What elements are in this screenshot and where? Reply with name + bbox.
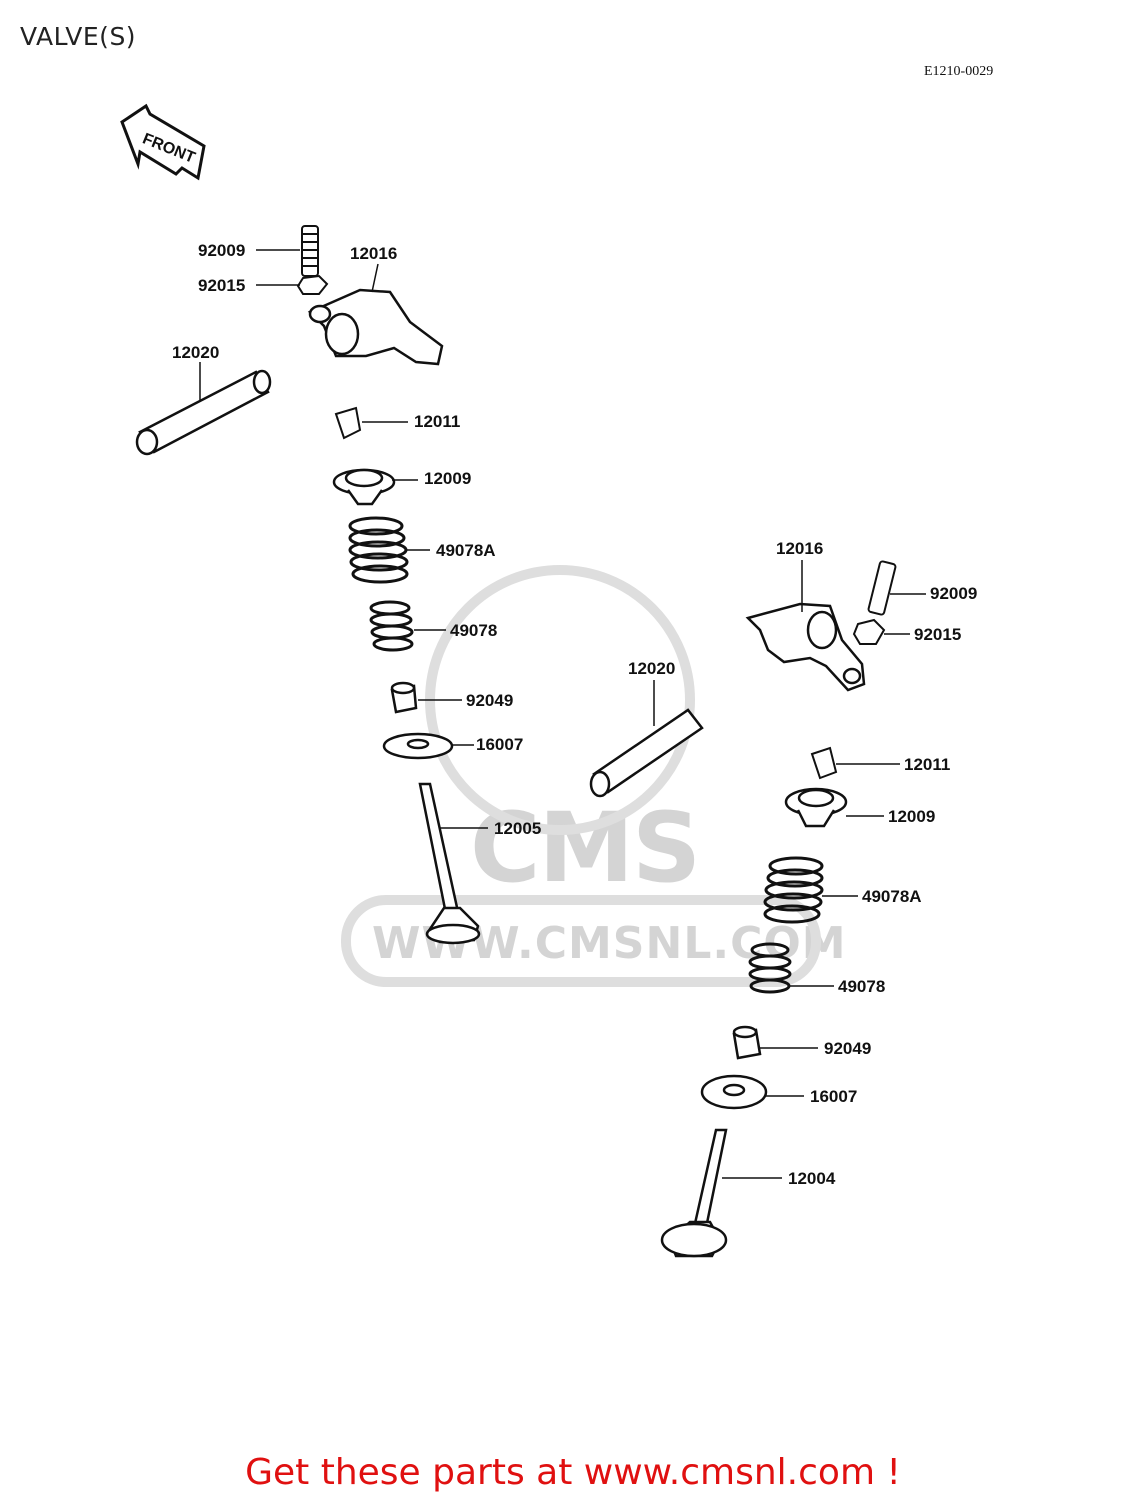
callout-intake-92009: 92009	[198, 241, 246, 260]
exhaust-spring-seat	[700, 1074, 768, 1110]
callout-intake-49078: 49078	[450, 621, 498, 640]
callout-exhaust-12016: 12016	[776, 539, 824, 558]
callout-exhaust-12004: 12004	[788, 1169, 836, 1188]
watermark-logo: CMS	[470, 792, 701, 904]
callout-intake-12005: 12005	[494, 819, 542, 838]
exhaust-stem-seal	[732, 1025, 762, 1060]
exhaust-locknut	[852, 618, 886, 645]
intake-retainer	[332, 468, 396, 506]
intake-rocker-shaft	[135, 369, 272, 456]
intake-stem-seal	[390, 681, 418, 714]
callout-exhaust-92009: 92009	[930, 584, 978, 603]
leader-lines	[199, 249, 926, 1179]
exhaust-inner-spring	[748, 942, 792, 994]
page-title: VALVE(S)	[20, 22, 137, 51]
exhaust-collet	[810, 746, 838, 780]
callout-intake-92015: 92015	[198, 276, 246, 295]
callout-exhaust-12011: 12011	[904, 755, 951, 774]
callout-intake-92049: 92049	[466, 691, 514, 710]
exhaust-outer-spring	[763, 856, 824, 924]
callout-exhaust-12020: 12020	[628, 659, 676, 678]
callout-intake-12009: 12009	[424, 469, 472, 488]
callout-exhaust-12009: 12009	[888, 807, 936, 826]
callout-exhaust-92049: 92049	[824, 1039, 872, 1058]
front-arrow-icon	[120, 103, 206, 181]
exhaust-valve	[660, 1128, 728, 1258]
callout-exhaust-92015: 92015	[914, 625, 962, 644]
callout-exhaust-49078: 49078	[838, 977, 886, 996]
callout-intake-49078a: 49078A	[436, 541, 496, 560]
callout-exhaust-49078a: 49078A	[862, 887, 922, 906]
intake-inner-spring	[369, 600, 414, 652]
diagram-code: E1210-0029	[924, 64, 994, 79]
callout-intake-12020: 12020	[172, 343, 220, 362]
intake-outer-spring	[348, 516, 409, 584]
exhaust-adjuster-screw	[867, 560, 897, 616]
watermark-badge	[341, 565, 821, 987]
exhaust-rocker-arm	[745, 602, 866, 692]
intake-spring-seat	[382, 732, 454, 760]
callout-intake-12011: 12011	[414, 412, 461, 431]
callout-intake-12016: 12016	[350, 244, 398, 263]
intake-rocker-arm	[307, 288, 444, 366]
intake-collet	[334, 406, 362, 440]
footer-banner[interactable]: Get these parts at www.cmsnl.com !	[245, 1452, 901, 1493]
intake-adjuster-screw	[301, 225, 319, 277]
exhaust-retainer	[784, 787, 848, 828]
intake-valve	[418, 782, 481, 945]
callout-intake-16007: 16007	[476, 735, 524, 754]
callout-exhaust-16007: 16007	[810, 1087, 858, 1106]
exhaust-rocker-shaft	[589, 708, 704, 798]
intake-locknut	[296, 274, 329, 295]
